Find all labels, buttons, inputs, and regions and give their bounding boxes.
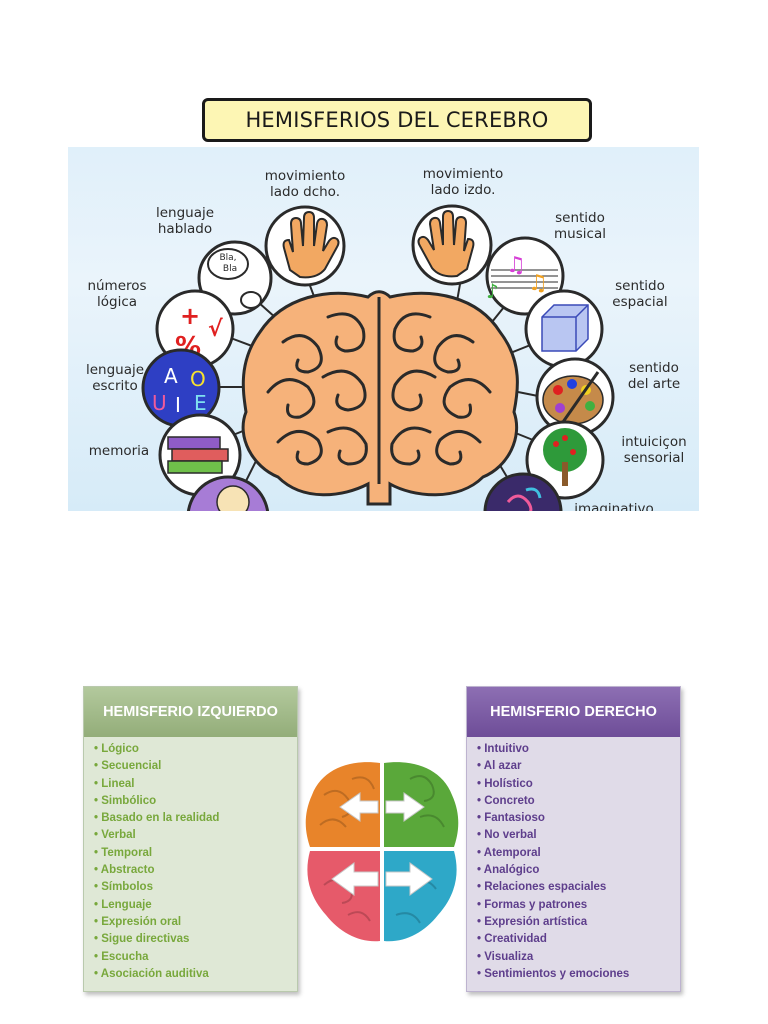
svg-text:♫: ♫ (506, 253, 526, 278)
brain-icon (305, 762, 459, 942)
list-item: • Concreto (477, 794, 535, 807)
list-item: • Expresión artística (477, 915, 588, 928)
right-hemisphere-list: • Intuitivo • Al azar • Holístico • Concret… (467, 737, 680, 991)
list-item: • Creatividad (477, 933, 547, 946)
list-item: • Simbólico (94, 794, 157, 807)
svg-text:U: U (152, 391, 167, 415)
svg-text:Bla: Bla (223, 264, 237, 274)
list-item: • Intuitivo (477, 743, 529, 755)
list-item: • Analógico (477, 864, 540, 877)
paint-palette-icon (535, 357, 615, 437)
swirl-art-icon (483, 472, 563, 511)
list-item: • Secuencial (94, 760, 162, 773)
list-item: • Lenguaje (94, 898, 152, 911)
list-item: • Al azar (477, 760, 522, 773)
svg-text:♪: ♪ (486, 279, 499, 303)
page-title: HEMISFERIOS DEL CEREBRO (202, 98, 592, 142)
speech-bubble-text: Bla, (219, 253, 236, 263)
vowels-icon: A O U I E (141, 348, 221, 428)
svg-text:O: O (190, 367, 206, 391)
list-item: • Relaciones espaciales (477, 881, 607, 894)
right-hemisphere-title: HEMISFERIO DERECHO (467, 687, 680, 737)
list-item: • Verbal (94, 829, 136, 842)
list-item: • Formas y patrones (477, 898, 588, 911)
list-item: • Escucha (94, 950, 149, 963)
label-sentido-musical: sentido musical (554, 210, 606, 242)
label-memoria: memoria (88, 443, 150, 459)
label-imaginativo: imaginativo (574, 501, 654, 511)
plus-symbol: + (180, 302, 200, 330)
list-item: • Asociación auditiva (94, 967, 209, 980)
list-item: • Temporal (94, 846, 153, 859)
list-item: • Basado en la realidad (94, 812, 220, 825)
face-icon (186, 475, 270, 511)
right-hemisphere-card: HEMISFERIO DERECHO • Intuitivo• Al azar•… (466, 686, 681, 992)
list-item: • Sentimientos y emociones (477, 967, 630, 980)
label-lenguaje-escrito: lenguaje escrito (85, 362, 145, 394)
left-hemisphere-list: • Lógico • Secuencial • Lineal • Simbólico •… (84, 737, 297, 991)
label-sentido-arte: sentido del arte (627, 360, 681, 392)
list-item: • Lineal (94, 777, 135, 790)
label-lenguaje-hablado: lenguaje hablado (155, 205, 215, 237)
label-sentido-espacial: sentido espacial (612, 278, 668, 310)
list-item: • No verbal (477, 829, 537, 842)
list-item: • Visualiza (477, 950, 534, 963)
svg-text:A: A (164, 364, 178, 388)
arrow-icon (331, 792, 433, 896)
list-item: • Lógico (94, 743, 139, 755)
svg-text:E: E (194, 391, 207, 415)
left-hemisphere-title: HEMISFERIO IZQUIERDO (84, 687, 297, 737)
list-item: • Sigue directivas (94, 933, 190, 946)
brain-hemispheres-illustration: HEMISFERIOS DEL CEREBRO (68, 92, 699, 511)
speech-bubble-icon: Bla, Bla (197, 240, 273, 316)
label-numeros-logica: números lógica (87, 278, 147, 310)
brain-diagram: Bla, Bla + √ % A O U I E (141, 204, 615, 511)
list-item: • Expresión oral (94, 915, 182, 928)
list-item: • Abstracto (94, 864, 155, 877)
root-symbol: √ (208, 317, 223, 342)
hand-icon (411, 204, 493, 286)
list-item: • Símbolos (94, 881, 153, 894)
list-item: • Fantasioso (477, 812, 545, 825)
tree-icon (525, 420, 605, 500)
svg-text:I: I (175, 393, 181, 417)
books-icon (158, 413, 242, 497)
brain-icon (241, 290, 519, 506)
left-hemisphere-card: HEMISFERIO IZQUIERDO • Lógico • Secuencia… (83, 686, 298, 992)
hand-icon (264, 205, 346, 287)
label-intuicion-sensorial: intuiciçon sensorial (621, 434, 687, 466)
label-movimiento-izdo: movimiento lado izdo. (422, 166, 504, 198)
label-movimiento-dcho: movimiento lado dcho. (264, 168, 346, 200)
cube-icon (524, 289, 604, 369)
list-item: • Atemporal (477, 846, 541, 859)
svg-text:♫: ♫ (528, 271, 548, 296)
list-item: • Holístico (477, 777, 533, 790)
